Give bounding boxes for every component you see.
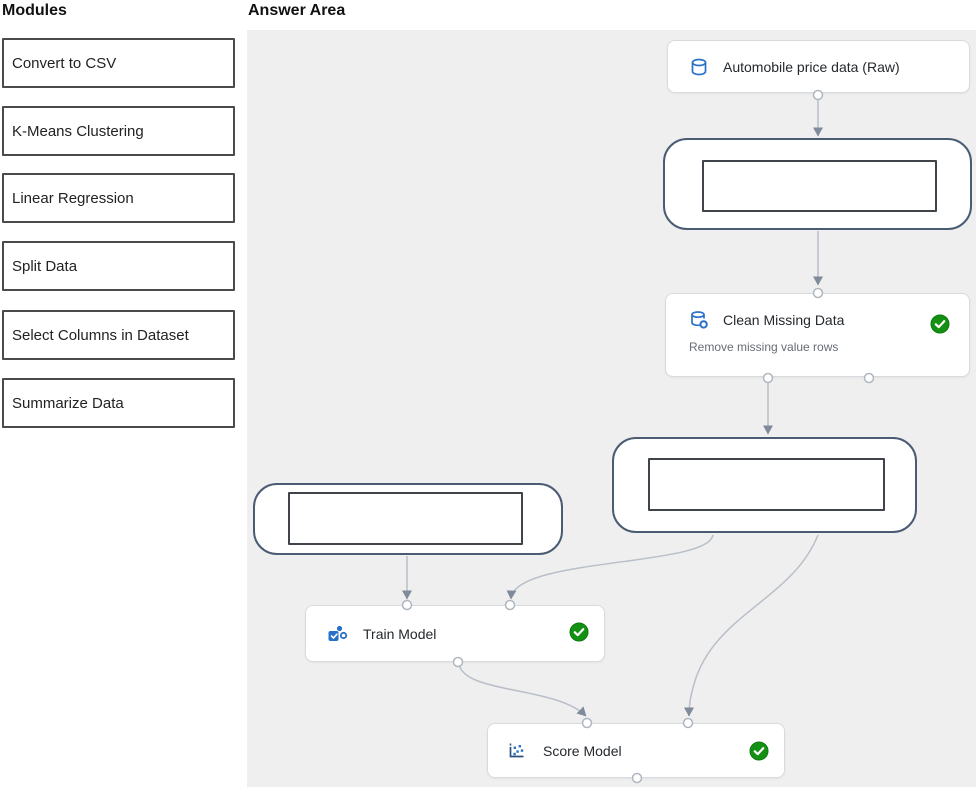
success-check-icon xyxy=(569,622,589,642)
module-convert-to-csv[interactable]: Convert to CSV xyxy=(2,38,235,88)
module-label: K-Means Clustering xyxy=(12,122,144,140)
node-automobile-price-data[interactable]: Automobile price data (Raw) xyxy=(667,40,970,93)
module-select-columns-in-dataset[interactable]: Select Columns in Dataset xyxy=(2,310,235,360)
dropzone-middle-slot[interactable] xyxy=(648,458,885,511)
dropzone-left[interactable] xyxy=(253,483,563,555)
module-split-data[interactable]: Split Data xyxy=(2,241,235,291)
module-label: Linear Regression xyxy=(12,189,134,207)
node-title: Train Model xyxy=(363,625,437,642)
module-label: Convert to CSV xyxy=(12,54,117,72)
node-subtitle: Remove missing value rows xyxy=(689,340,839,354)
database-icon xyxy=(689,57,709,77)
dropzone-top[interactable] xyxy=(663,138,972,230)
node-title: Automobile price data (Raw) xyxy=(723,58,900,75)
score-model-icon xyxy=(506,741,528,761)
clean-data-icon xyxy=(689,310,709,330)
module-linear-regression[interactable]: Linear Regression xyxy=(2,173,235,223)
module-label: Summarize Data xyxy=(12,394,124,412)
node-clean-missing-data[interactable]: Clean Missing Data Remove missing value … xyxy=(665,293,970,377)
node-score-model[interactable]: Score Model xyxy=(487,723,785,778)
module-label: Select Columns in Dataset xyxy=(12,326,189,344)
dropzone-top-slot[interactable] xyxy=(702,160,937,212)
success-check-icon xyxy=(930,314,950,334)
node-title: Score Model xyxy=(543,742,622,759)
module-label: Split Data xyxy=(12,257,78,275)
node-title: Clean Missing Data xyxy=(723,312,845,328)
modules-title: Modules xyxy=(2,2,67,19)
answer-area-title: Answer Area xyxy=(248,2,346,19)
dropzone-middle[interactable] xyxy=(612,437,917,533)
dropzone-left-slot[interactable] xyxy=(288,492,523,545)
node-train-model[interactable]: Train Model xyxy=(305,605,605,662)
success-check-icon xyxy=(749,741,769,761)
module-summarize-data[interactable]: Summarize Data xyxy=(2,378,235,428)
module-k-means-clustering[interactable]: K-Means Clustering xyxy=(2,106,235,156)
train-model-icon xyxy=(326,624,348,644)
